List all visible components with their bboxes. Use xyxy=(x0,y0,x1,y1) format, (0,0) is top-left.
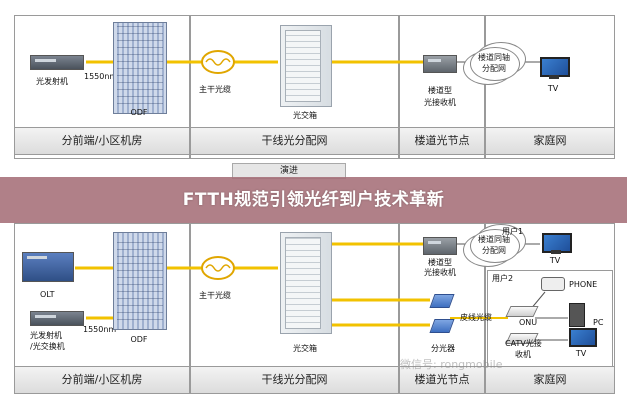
bottom-corridor-receiver xyxy=(423,237,457,255)
bottom-catv-label-1: CATV光接 xyxy=(505,339,542,348)
top-corridor-receiver-label-1: 楼道型 xyxy=(428,86,452,95)
bottom-leather-cable-label: 皮线光缆 xyxy=(460,313,492,322)
watermark: 微信号: rongmobile xyxy=(400,358,503,371)
bottom-coax-cloud xyxy=(470,229,520,263)
top-trunk-cable-label: 主干光缆 xyxy=(199,85,231,94)
bottom-column-headend: 分前端/小区机房 xyxy=(14,366,190,394)
top-column-trunk: 干线光分配网 xyxy=(190,127,399,155)
bottom-catv-label-2: 收机 xyxy=(515,350,531,359)
title-banner xyxy=(0,177,627,223)
bottom-cross-box xyxy=(280,232,332,334)
bottom-olt-device xyxy=(22,252,74,282)
top-tv-stand xyxy=(549,75,559,79)
top-column-home: 家庭网 xyxy=(485,127,615,155)
bottom-phone-label: PHONE xyxy=(569,280,598,289)
top-coax-label-2: 分配网 xyxy=(482,64,506,73)
top-coax-cloud xyxy=(470,47,520,81)
bottom-pc-label: PC xyxy=(593,318,604,327)
bottom-column-trunk: 干线光分配网 xyxy=(190,366,399,394)
bottom-trunk-cable-wave xyxy=(205,264,231,272)
bottom-pc-icon xyxy=(569,303,585,327)
top-column-headend: 分前端/小区机房 xyxy=(14,127,190,155)
bottom-user2-label: 用户2 xyxy=(492,274,514,283)
top-trunk-cable-icon xyxy=(201,50,235,74)
bottom-user1-label: 用户1 xyxy=(502,227,524,236)
bottom-transmitter-device xyxy=(30,311,84,326)
bottom-trunk-cable-icon xyxy=(201,256,235,280)
bottom-transmitter-label-2: /光交换机 xyxy=(30,342,65,351)
bottom-splitter-label: 分光器 xyxy=(431,344,455,353)
top-corridor-receiver xyxy=(423,55,457,73)
top-trunk-cable-wave xyxy=(205,58,231,66)
bottom-tv1-label: TV xyxy=(549,256,561,265)
bottom-wavelength-label: 1550nm xyxy=(83,325,117,334)
top-column-corridor: 楼道光节点 xyxy=(399,127,485,155)
bottom-coax-label-1: 楼道同轴 xyxy=(478,235,510,244)
bottom-phone-icon xyxy=(541,277,565,291)
bottom-onu-label: ONU xyxy=(519,318,538,327)
bottom-cross-box-label: 光交箱 xyxy=(293,344,317,353)
top-tv-label: TV xyxy=(547,84,559,93)
bottom-odf-label: ODF xyxy=(130,335,148,344)
bottom-coax-label-2: 分配网 xyxy=(482,246,506,255)
top-odf-rack xyxy=(113,22,167,114)
top-transmitter-label: 光发射机 xyxy=(36,77,68,86)
bottom-column-home: 家庭网 xyxy=(485,366,615,394)
top-cross-box-label: 光交箱 xyxy=(293,111,317,120)
top-cross-box xyxy=(280,25,332,107)
top-coax-label-1: 楼道同轴 xyxy=(478,53,510,62)
bottom-trunk-cable-label: 主干光缆 xyxy=(199,291,231,300)
top-wavelength-label: 1550nm xyxy=(84,72,118,81)
bottom-onu-icon xyxy=(505,306,539,317)
bottom-corridor-receiver-label-1: 楼道型 xyxy=(428,258,452,267)
bottom-corridor-receiver-label-2: 光接收机 xyxy=(424,268,456,277)
top-transmitter-device xyxy=(30,55,84,70)
banner-title: FTTH规范引领光纤到户技术革新 xyxy=(182,190,445,210)
top-fiber-lines xyxy=(86,50,540,74)
bottom-column-corridor: 楼道光节点 xyxy=(399,366,485,394)
bottom-tv2-icon xyxy=(569,328,597,347)
top-corridor-receiver-label-2: 光接收机 xyxy=(424,98,456,107)
bottom-olt-label: OLT xyxy=(40,290,55,299)
bottom-transmitter-label-1: 光发射机 xyxy=(30,331,62,340)
bottom-odf-rack xyxy=(113,232,167,330)
bottom-tv2-label: TV xyxy=(575,349,587,358)
bottom-tv1-stand xyxy=(551,250,561,254)
top-odf-label: ODF xyxy=(130,108,148,117)
